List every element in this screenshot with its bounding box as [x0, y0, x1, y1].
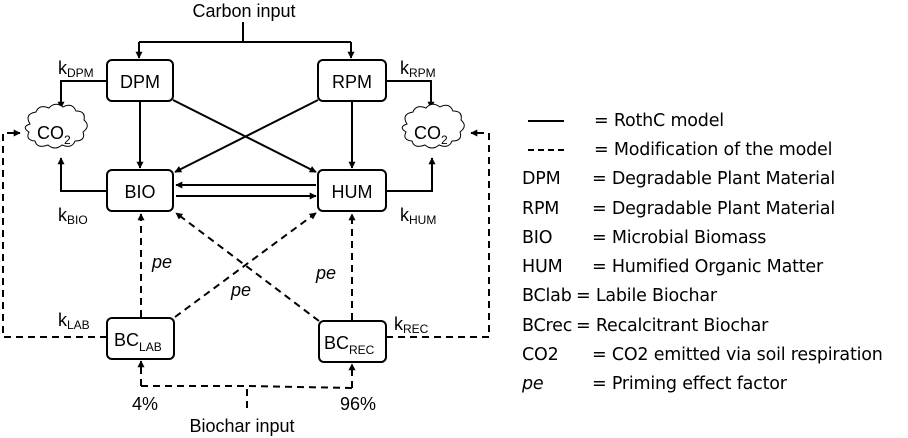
- pool-rpm-label: RPM: [332, 72, 372, 92]
- legend: = RothC model = Modification of the mode…: [522, 106, 883, 399]
- legend-desc: = CO2 emitted via soil respiration: [592, 345, 883, 366]
- rate-k-rpm: kRPM: [400, 58, 436, 80]
- carbon-input-label: Carbon input: [192, 1, 295, 21]
- legend-key: BIO: [522, 227, 553, 248]
- rothc-flows: [57, 80, 436, 200]
- legend-key: BClab: [522, 286, 572, 307]
- legend-row-hum: HUM = Humified Organic Matter: [522, 252, 883, 281]
- pool-bc-rec: BCREC: [318, 320, 387, 363]
- legend-row-rothc: = RothC model: [522, 106, 883, 135]
- legend-row-rpm: RPM = Degradable Plant Material: [522, 194, 883, 223]
- legend-desc: = RothC model: [594, 110, 724, 131]
- cloud-icon: [401, 103, 465, 149]
- rate-k-bio: kBIO: [58, 205, 88, 227]
- legend-desc: = Degradable Plant Material: [592, 198, 835, 219]
- pool-hum-label: HUM: [332, 182, 373, 202]
- split-rec-percent: 96%: [340, 394, 376, 414]
- pool-bio-label: BIO: [124, 182, 155, 202]
- legend-desc: = Priming effect factor: [592, 374, 787, 395]
- pool-rpm: RPM: [317, 59, 387, 102]
- co2-cloud-left: CO2: [24, 103, 88, 149]
- co2-right-label: CO2: [414, 123, 448, 147]
- pool-bio: BIO: [106, 169, 174, 212]
- legend-row-bclab: BClab = Labile Biochar: [522, 282, 883, 311]
- pool-dpm-label: DPM: [120, 72, 160, 92]
- rate-k-dpm: kDPM: [58, 58, 94, 80]
- legend-row-modification: = Modification of the model: [522, 135, 883, 164]
- pool-bc-rec-label: BCREC: [324, 333, 375, 357]
- legend-desc: = Modification of the model: [594, 139, 833, 160]
- pool-bc-lab-label: BCLAB: [114, 330, 162, 354]
- legend-desc: = Degradable Plant Material: [592, 169, 835, 190]
- co2-cloud-right: CO2: [401, 103, 465, 149]
- legend-key: BCrec: [522, 315, 573, 336]
- rate-k-rec: kREC: [394, 314, 429, 336]
- legend-row-co2: CO2 = CO2 emitted via soil respiration: [522, 340, 883, 369]
- legend-key: HUM: [522, 257, 563, 278]
- priming-label-cross: pe: [230, 280, 251, 300]
- legend-desc: = Labile Biochar: [576, 286, 717, 307]
- carbon-input-arrows: [135, 22, 355, 59]
- legend-key: pe: [522, 374, 544, 395]
- legend-desc: = Microbial Biomass: [592, 227, 767, 248]
- rate-k-lab: kLAB: [58, 310, 90, 332]
- biochar-input-label: Biochar input: [189, 416, 294, 436]
- priming-label-bio: pe: [151, 252, 172, 272]
- legend-desc: = Recalcitrant Biochar: [576, 315, 769, 336]
- pool-hum: HUM: [317, 169, 387, 212]
- legend-desc: = Humified Organic Matter: [592, 257, 823, 278]
- legend-row-bio: BIO = Microbial Biomass: [522, 223, 883, 252]
- cloud-icon: [24, 103, 88, 149]
- legend-row-bcrec: BCrec = Recalcitrant Biochar: [522, 311, 883, 340]
- legend-row-dpm: DPM = Degradable Plant Material: [522, 165, 883, 194]
- legend-row-pe: pe = Priming effect factor: [522, 370, 883, 399]
- rate-k-hum: kHUM: [400, 205, 436, 227]
- co2-left-label: CO2: [37, 123, 71, 147]
- solid-line-icon: [528, 119, 564, 122]
- dashed-line-icon: [528, 148, 564, 151]
- pool-bc-lab: BCLAB: [106, 317, 175, 360]
- modification-flows: [2, 129, 490, 408]
- pool-dpm: DPM: [106, 59, 174, 102]
- legend-key: DPM: [522, 169, 561, 190]
- split-lab-percent: 4%: [132, 394, 158, 414]
- legend-key: RPM: [522, 198, 560, 219]
- priming-label-hum: pe: [315, 263, 336, 283]
- legend-key: CO2: [522, 345, 559, 366]
